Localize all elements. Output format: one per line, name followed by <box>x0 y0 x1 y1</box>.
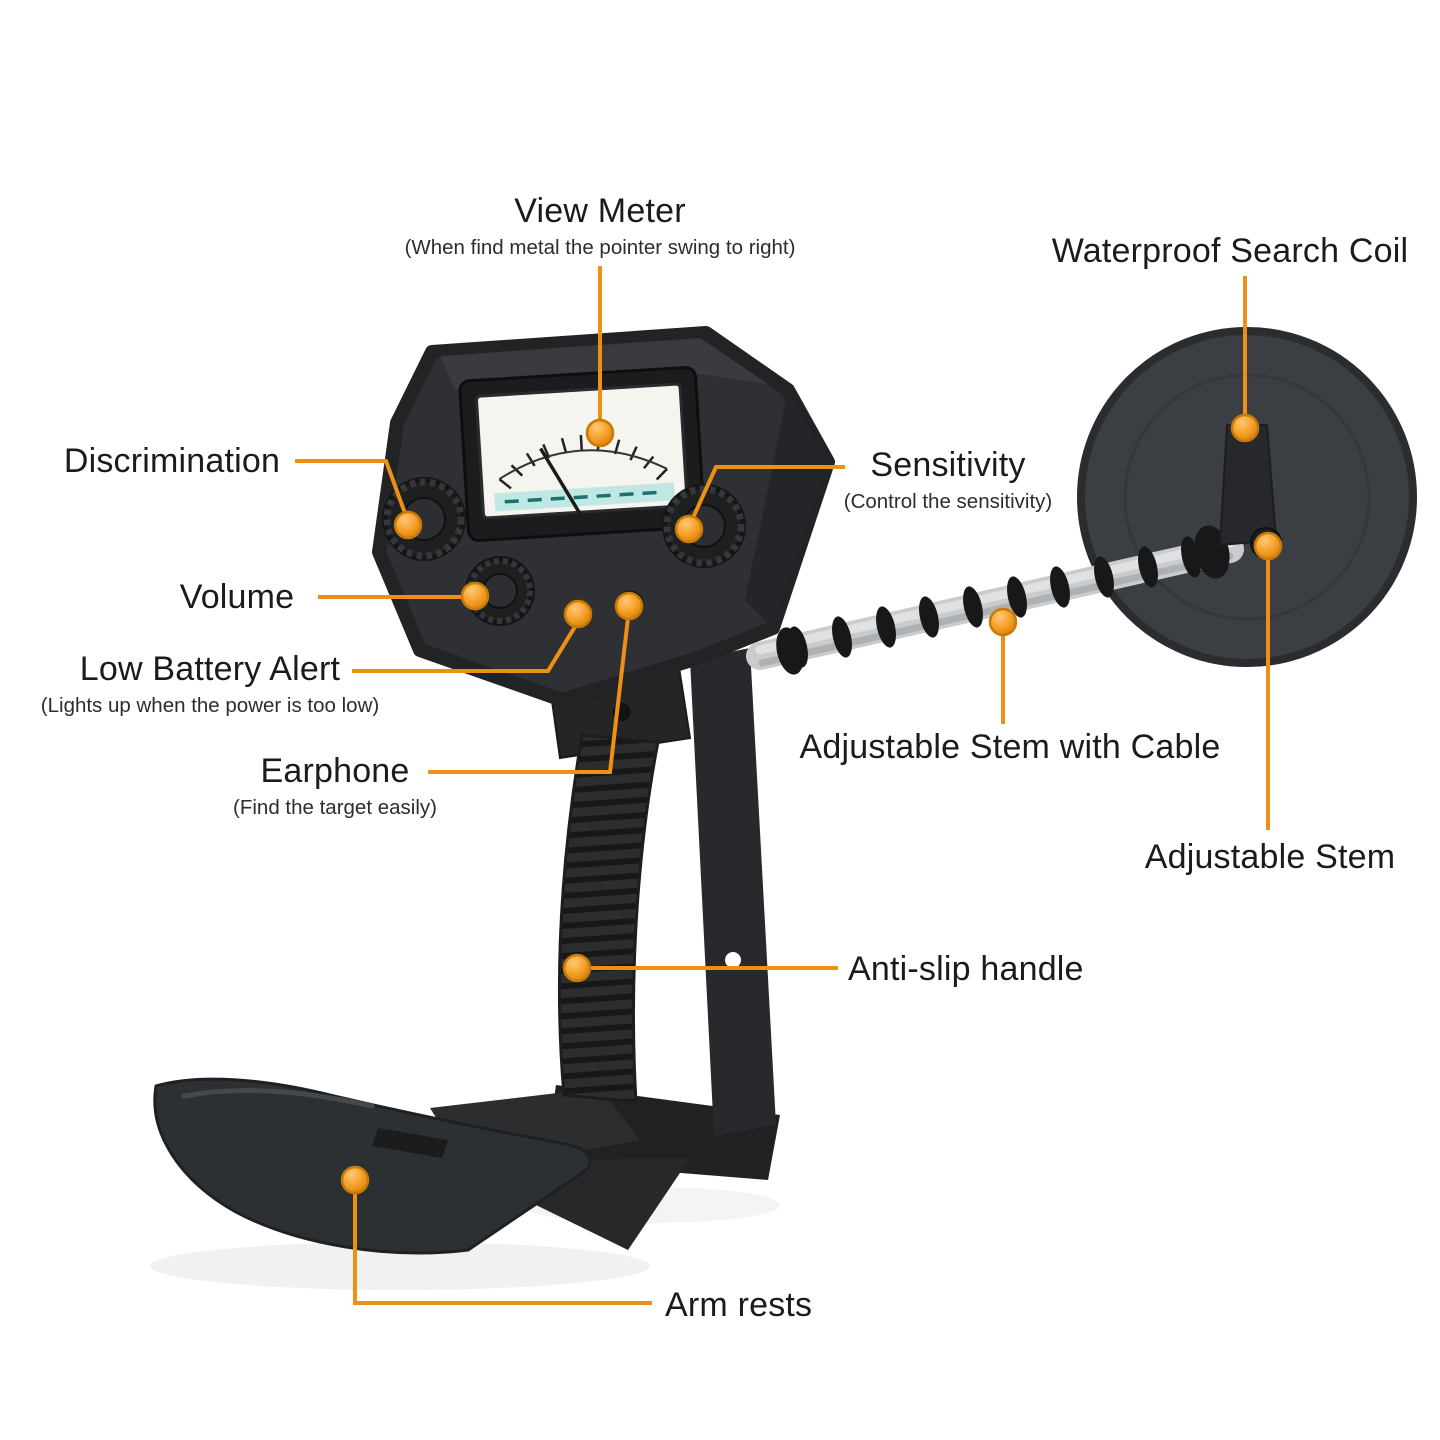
callout-dot-low-battery <box>563 599 593 629</box>
label-earphone-subtitle: (Find the target easily) <box>233 796 437 820</box>
callout-dot-sensitivity <box>674 514 704 544</box>
callout-line-low-battery <box>352 623 578 673</box>
label-low-battery: Low Battery Alert (Lights up when the po… <box>0 650 420 718</box>
callout-dot-arm-rests <box>340 1165 370 1195</box>
callout-dot-adjustable-stem <box>1253 531 1283 561</box>
label-view-meter-title: View Meter <box>514 192 686 230</box>
adjustable-stem <box>746 424 1282 675</box>
anti-slip-grip <box>558 733 660 1104</box>
callout-line-discrimination <box>295 459 408 517</box>
arm-rest <box>153 1077 780 1255</box>
label-anti-slip-title: Anti-slip handle <box>848 950 1084 988</box>
callout-lines <box>295 266 1270 1305</box>
label-sensitivity: Sensitivity (Control the sensitivity) <box>820 446 1076 514</box>
callout-dot-anti-slip <box>562 953 592 983</box>
callout-dot-stem-cable <box>988 607 1018 637</box>
callout-line-earphone <box>428 617 630 774</box>
callout-line-arm-rests <box>353 1192 652 1305</box>
callout-dot-discrimination <box>393 510 423 540</box>
label-sensitivity-title: Sensitivity <box>870 446 1026 484</box>
label-discrimination-title: Discrimination <box>63 442 281 480</box>
label-waterproof-coil: Waterproof Search Coil <box>1020 232 1440 271</box>
cable-wraps <box>776 536 1201 675</box>
label-low-battery-title: Low Battery Alert <box>79 650 341 688</box>
label-volume-title: Volume <box>179 578 295 616</box>
label-anti-slip: Anti-slip handle <box>848 950 1148 989</box>
callout-dots <box>340 413 1283 1195</box>
view-meter <box>458 366 706 542</box>
label-arm-rests-title: Arm rests <box>665 1286 813 1324</box>
label-stem-cable-title: Adjustable Stem with Cable <box>799 728 1221 766</box>
callout-dot-volume <box>460 581 490 611</box>
label-waterproof-coil-title: Waterproof Search Coil <box>1051 232 1409 270</box>
label-volume: Volume <box>152 578 322 617</box>
label-adjustable-stem-title: Adjustable Stem <box>1144 838 1396 876</box>
label-adjustable-stem: Adjustable Stem <box>1085 838 1440 877</box>
label-stem-cable: Adjustable Stem with Cable <box>790 728 1230 767</box>
label-low-battery-subtitle: (Lights up when the power is too low) <box>40 694 380 718</box>
callout-dot-view-meter <box>585 418 615 448</box>
meter-needle <box>539 447 592 531</box>
handle-assembly <box>546 646 776 1136</box>
label-view-meter-subtitle: (When find metal the pointer swing to ri… <box>404 236 796 260</box>
label-sensitivity-subtitle: (Control the sensitivity) <box>843 490 1053 514</box>
label-earphone: Earphone (Find the target easily) <box>205 752 465 820</box>
callout-line-sensitivity <box>690 465 845 521</box>
label-arm-rests: Arm rests <box>665 1286 885 1325</box>
callout-dot-earphone <box>614 591 644 621</box>
label-discrimination: Discrimination <box>42 442 302 481</box>
callout-dot-waterproof-coil <box>1230 413 1260 443</box>
label-earphone-title: Earphone <box>260 752 410 790</box>
label-view-meter: View Meter (When find metal the pointer … <box>300 192 900 260</box>
